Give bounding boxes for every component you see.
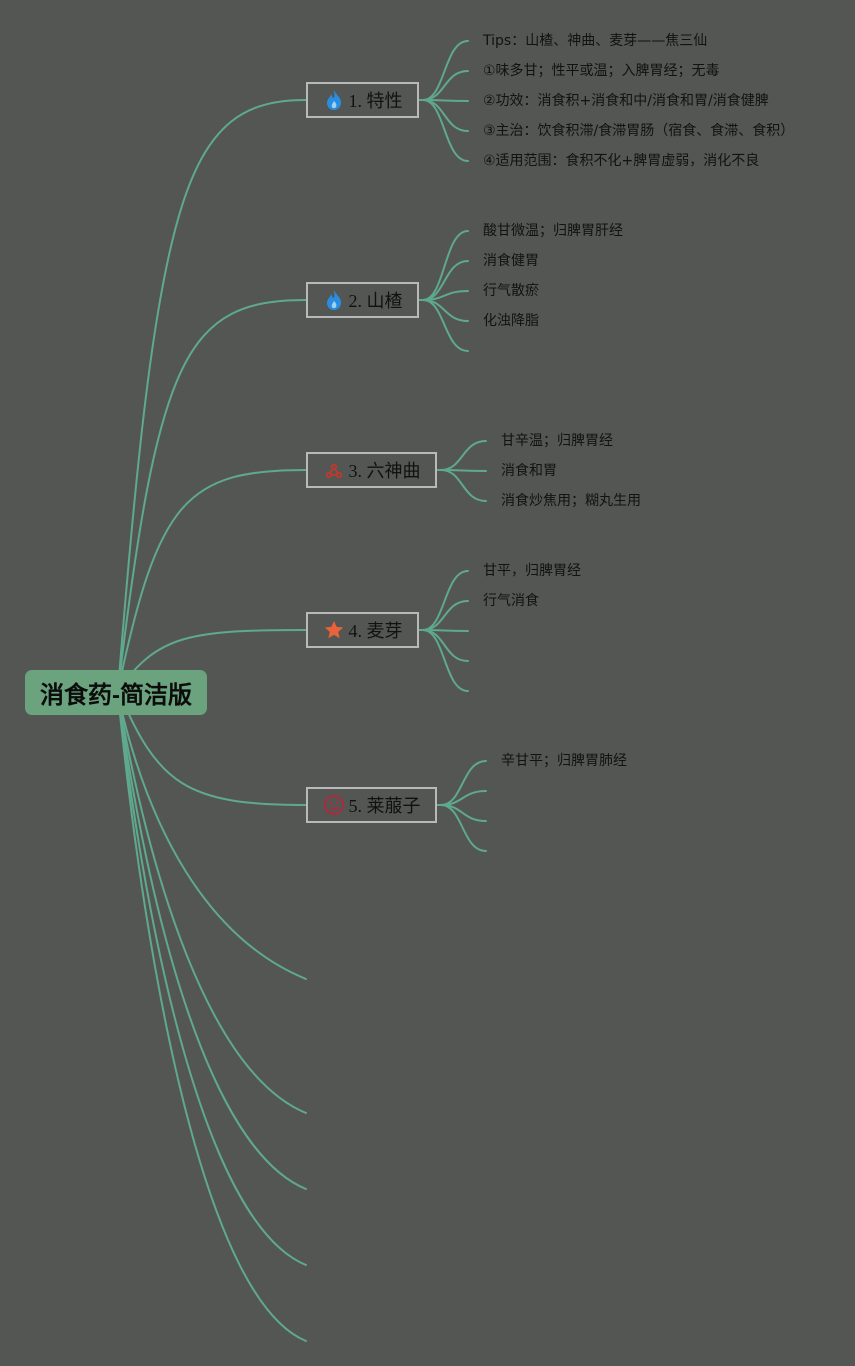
leaf-2-3[interactable]: 行气散瘀 xyxy=(483,283,539,299)
root-branch-3 xyxy=(117,469,307,691)
leaf-connector-4-2 xyxy=(422,600,469,631)
leaf-1-2[interactable]: ①味多甘；性平或温；入脾胃经；无毒 xyxy=(483,63,720,79)
root-branch-empty-1 xyxy=(117,694,307,980)
flame-icon xyxy=(323,289,345,311)
leaf-2-2[interactable]: 消食健胃 xyxy=(483,253,539,269)
leaf-connector-1-5 xyxy=(422,99,469,162)
root-topic[interactable]: 消食药-简洁版 xyxy=(25,670,207,715)
leaf-connector-2-5 xyxy=(422,299,469,352)
leaf-2-1[interactable]: 酸甘微温；归脾胃肝经 xyxy=(483,223,623,239)
smiley-icon xyxy=(323,794,345,816)
topic-5[interactable]: 5. 莱菔子 xyxy=(306,787,437,823)
leaf-connector-2-1 xyxy=(422,230,469,301)
leaf-connector-4-4 xyxy=(422,629,469,662)
topic-2[interactable]: 2. 山楂 xyxy=(306,282,419,318)
leaf-connector-3-3 xyxy=(440,469,487,502)
leaf-connector-2-4 xyxy=(422,299,469,322)
leaf-3-2[interactable]: 消食和胃 xyxy=(501,463,557,479)
leaf-4-2[interactable]: 行气消食 xyxy=(483,593,539,609)
topic-3[interactable]: 3. 六神曲 xyxy=(306,452,437,488)
root-branch-empty-2 xyxy=(117,694,307,1114)
leaf-connector-4-5 xyxy=(422,629,469,692)
tripod-icon xyxy=(323,459,345,481)
leaf-connector-1-4 xyxy=(422,99,469,132)
root-branch-5 xyxy=(117,689,307,806)
topic-4[interactable]: 4. 麦芽 xyxy=(306,612,419,648)
leaf-connector-4-1 xyxy=(422,570,469,631)
leaf-5-1[interactable]: 辛甘平；归脾胃肺经 xyxy=(501,753,627,769)
leaf-1-3[interactable]: ②功效：消食积+消食和中/消食和胃/消食健脾 xyxy=(483,93,769,109)
root-title: 消食药-简洁版 xyxy=(40,682,192,709)
root-branch-empty-5 xyxy=(117,694,307,1342)
root-branch-empty-4 xyxy=(117,694,307,1266)
topic-label: 1. 特性 xyxy=(348,91,403,111)
leaf-connector-1-1 xyxy=(422,40,469,101)
leaf-3-3[interactable]: 消食炒焦用；糊丸生用 xyxy=(501,493,641,509)
leaf-2-4[interactable]: 化浊降脂 xyxy=(483,313,539,329)
leaf-3-1[interactable]: 甘辛温；归脾胃经 xyxy=(501,433,613,449)
leaf-1-1[interactable]: Tips：山楂、神曲、麦芽——焦三仙 xyxy=(483,33,708,49)
root-branch-2 xyxy=(117,299,307,691)
leaf-4-1[interactable]: 甘平，归脾胃经 xyxy=(483,563,581,579)
flame-icon xyxy=(323,89,345,111)
topic-label: 3. 六神曲 xyxy=(348,461,421,481)
leaf-connector-2-3 xyxy=(422,290,469,301)
leaf-connector-5-4 xyxy=(440,804,487,852)
star-icon xyxy=(323,619,345,641)
leaf-connector-1-2 xyxy=(422,70,469,101)
topic-label: 5. 莱菔子 xyxy=(348,796,421,816)
leaf-1-4[interactable]: ③主治：饮食积滞/食滞胃肠（宿食、食滞、食积） xyxy=(483,123,795,139)
root-branch-1 xyxy=(117,99,307,691)
leaf-connector-3-1 xyxy=(440,440,487,471)
topic-label: 4. 麦芽 xyxy=(348,621,403,641)
leaf-1-5[interactable]: ④适用范围：食积不化+脾胃虚弱，消化不良 xyxy=(483,153,760,169)
root-branch-empty-3 xyxy=(117,694,307,1190)
topic-1[interactable]: 1. 特性 xyxy=(306,82,419,118)
topic-label: 2. 山楂 xyxy=(348,291,403,311)
